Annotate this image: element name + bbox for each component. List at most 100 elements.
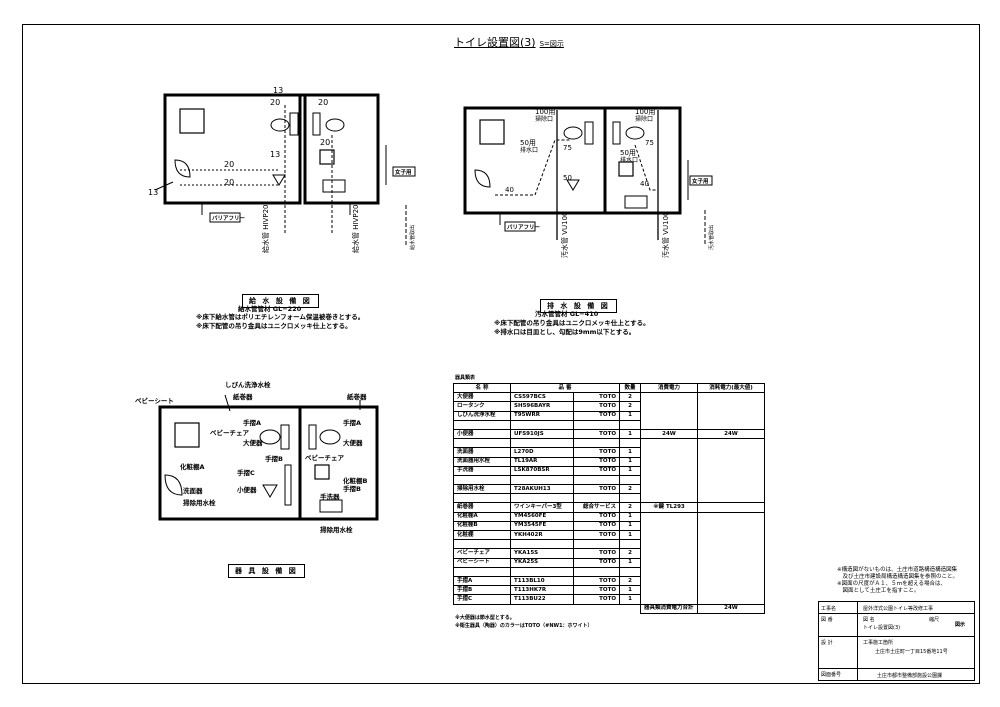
cell-maker (572, 419, 621, 430)
cell-power-max: 24W (697, 428, 765, 440)
label-vanity-b: 化粧棚B (343, 476, 368, 485)
cell-power: ※鍵 TL293 (640, 502, 698, 513)
tb-drawing-name-label: 図 名 (863, 617, 875, 623)
label-washbasin-2: 手洗器 (320, 492, 340, 501)
label-clean-tap: 掃除用水栓 (183, 498, 216, 507)
cell-qty (619, 438, 641, 449)
cell-model: T113BL10 (510, 575, 574, 587)
cell-power-max (697, 457, 765, 467)
cell-power-max (697, 420, 765, 430)
fixture-heading: 器 具 設 備 図 (228, 564, 305, 578)
cell-name: しびん洗浄水栓 (453, 410, 511, 421)
cell-model: T113BU22 (510, 594, 574, 605)
cell-name: 化粧棚B (453, 520, 511, 532)
cell-maker: TOTO (572, 456, 621, 467)
cell-maker: TOTO (572, 465, 621, 476)
cell-power (640, 558, 698, 568)
cell-power-max (697, 493, 765, 503)
cell-name (453, 438, 511, 449)
cell-maker: TOTO (572, 447, 621, 458)
total-label: 器具類消費電力合計 (640, 603, 698, 614)
cell-power (640, 447, 698, 457)
label-toilet: 大便器 (243, 438, 263, 447)
dim-20b: 20 (318, 98, 328, 107)
label-baby-sheet: ベビーシート (135, 396, 174, 405)
cell-power (640, 567, 698, 577)
drain-line-2: ※床下配管の吊り金具はユニクロメッキ仕上とする。 (494, 319, 650, 327)
cell-power (640, 548, 698, 559)
cell-name (453, 474, 511, 486)
cell-power (640, 493, 698, 503)
cell-power (640, 585, 698, 595)
cell-qty: 2 (619, 548, 641, 559)
cell-power-max (697, 521, 765, 531)
label-vanity-a: 化粧棚A (180, 462, 205, 471)
cell-model: UFS910JS (510, 428, 574, 440)
cell-maker: TOTO (572, 428, 621, 440)
dim-20a: 20 (270, 98, 280, 107)
table-row (453, 419, 765, 430)
cell-model (510, 539, 574, 550)
label-paper-2: 紙巻器 (347, 392, 367, 401)
cell-power (640, 594, 698, 604)
cell-power (640, 484, 698, 494)
tb-site-label: 工事施工箇所 (863, 640, 894, 646)
cell-model: SH596BAYR (510, 401, 574, 412)
pipe-label-drain-1: 汚水管 VU100 (560, 212, 569, 259)
cell-model: L270D (510, 447, 574, 458)
cell-name: 化粧棚 (453, 529, 511, 541)
cell-maker: TOTO (572, 484, 621, 495)
dim-20e: 20 (224, 178, 234, 187)
side-label-water: 給水管取出 (409, 225, 416, 250)
th-name: 名 称 (453, 382, 511, 394)
cell-power-max (697, 447, 765, 457)
cell-model: CS597BCS (510, 392, 574, 403)
table-foot-2: ※衛生器具（陶器）のカラーはTOTO（#NW1：ホワイト） (455, 623, 593, 629)
cell-qty: 1 (619, 447, 641, 458)
cell-model (510, 566, 574, 577)
cell-name: 大便器 (453, 392, 511, 403)
drain-line-1: 汚水管管材 GL−410 (535, 310, 599, 318)
cell-power-max (697, 392, 765, 402)
cell-qty (619, 566, 641, 577)
cell-power (640, 411, 698, 421)
cell-model: T95WRR (510, 410, 574, 421)
tb-drawing-no-label: 図 番 (821, 617, 833, 623)
dim-75b: 75 (645, 139, 654, 147)
drain-line-3: ※排水口は目皿とし、勾配は9mm以下とする。 (494, 328, 636, 336)
cell-power-max (697, 401, 765, 412)
th-model: 品 番 (510, 382, 620, 394)
drain-heading: 排 水 設 備 図 (540, 299, 617, 313)
cell-name: 洗面器用水栓 (453, 456, 511, 467)
dim-100b-sub: 掃除口 (635, 115, 653, 123)
drainage-plan: 100用 掃除口 100用 掃除口 50用 排水口 50用 排水口 75 75 … (463, 106, 715, 259)
dim-50b-sub: 排水口 (620, 156, 638, 164)
table-row (453, 566, 765, 577)
cell-model: ワインキーパー3型 (510, 502, 574, 513)
label-hand-a-2: 手摺A (343, 418, 361, 427)
table-foot-1: ※大便器は節水型とする。 (455, 615, 515, 621)
cell-qty: 2 (619, 392, 641, 403)
cell-model: T28AKUH13 (510, 484, 574, 495)
label-shibin: しびん洗浄水栓 (225, 380, 271, 389)
cell-power-max (697, 502, 765, 513)
cell-qty: 1 (619, 511, 641, 522)
label-paper-1: 紙巻器 (233, 392, 253, 401)
dim-13a: 13 (273, 86, 283, 95)
water-line-3: ※床下配管の吊り金具はユニクロメッキ仕上とする。 (196, 322, 352, 330)
barrier-label-water: バリアフリー (212, 215, 246, 222)
cell-name: 手摺A (453, 575, 511, 587)
cell-qty: 2 (619, 484, 641, 495)
title-block: 工事名 屋外洋式公園トイレ等改修工事 図 番 図 名 縮尺 図示 トイレ設置図(… (818, 601, 975, 681)
cell-qty (619, 419, 641, 430)
